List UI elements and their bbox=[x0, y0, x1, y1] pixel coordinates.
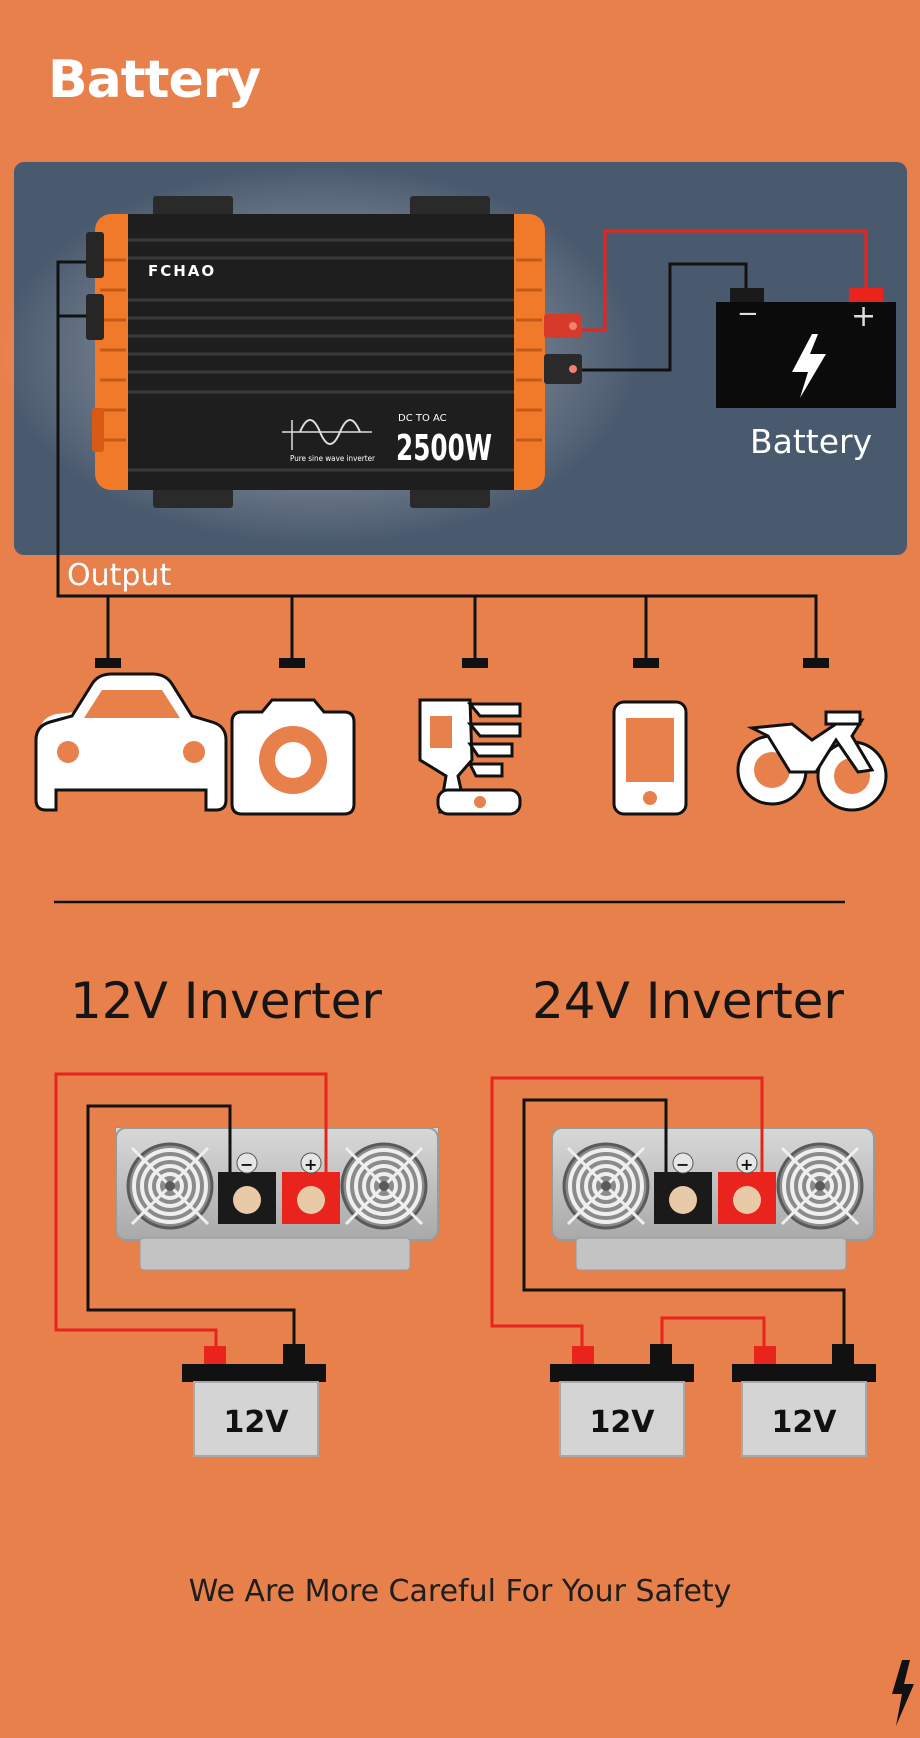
inverter-negative-terminal bbox=[544, 354, 582, 384]
positive-wire bbox=[582, 229, 868, 332]
drill-icon bbox=[418, 698, 522, 816]
wire-series-link bbox=[660, 1316, 766, 1350]
wire-black-24v bbox=[522, 1098, 846, 1350]
footer-tagline: We Are More Careful For Your Safety bbox=[188, 1574, 732, 1609]
wire-black-12v bbox=[86, 1104, 296, 1350]
inverter-tagline: Pure sine wave inverter bbox=[290, 454, 375, 463]
battery-label: Battery bbox=[750, 422, 872, 461]
battery-24v-b-label: 12V bbox=[772, 1405, 838, 1440]
terminal-pos-12v: + bbox=[304, 1155, 317, 1174]
lightning-icon bbox=[892, 1660, 914, 1726]
terminal-pos-24v: + bbox=[740, 1155, 753, 1174]
inverter-24v-title: 24V Inverter bbox=[532, 972, 844, 1030]
inverter-positive-terminal bbox=[544, 314, 582, 338]
motorcycle-icon bbox=[736, 710, 888, 812]
terminal-neg-24v: − bbox=[676, 1155, 689, 1174]
battery-icon bbox=[716, 288, 896, 408]
output-plugs bbox=[95, 658, 829, 668]
wire-red-24v bbox=[490, 1076, 764, 1350]
output-label: Output bbox=[67, 558, 171, 593]
battery-positive-symbol: + bbox=[851, 299, 876, 334]
battery-24v-a-label: 12V bbox=[590, 1405, 656, 1440]
battery-24v-a bbox=[550, 1344, 694, 1457]
page-title: Battery bbox=[48, 50, 261, 110]
car-icon bbox=[34, 672, 228, 812]
negative-wire bbox=[582, 262, 748, 372]
inverter-24v-diagram bbox=[551, 1127, 875, 1271]
battery-12v bbox=[182, 1344, 326, 1457]
camera-icon bbox=[230, 698, 356, 816]
battery-12v-label: 12V bbox=[224, 1405, 290, 1440]
battery-24v-b bbox=[732, 1344, 876, 1457]
inverter-12v-diagram bbox=[115, 1127, 439, 1271]
inverter-mounting-feet bbox=[153, 196, 490, 508]
inverter-image bbox=[86, 214, 545, 490]
wire-red-12v bbox=[54, 1072, 328, 1352]
inverter-power: 2500W bbox=[396, 428, 492, 469]
terminal-neg-12v: − bbox=[240, 1155, 253, 1174]
inverter-12v-title: 12V Inverter bbox=[70, 972, 382, 1030]
battery-negative-symbol: − bbox=[737, 299, 759, 329]
inverter-mode: DC TO AC bbox=[398, 413, 447, 424]
output-wires bbox=[56, 260, 818, 660]
inverter-brand: FCHAO bbox=[148, 262, 216, 280]
phone-icon bbox=[612, 700, 688, 816]
